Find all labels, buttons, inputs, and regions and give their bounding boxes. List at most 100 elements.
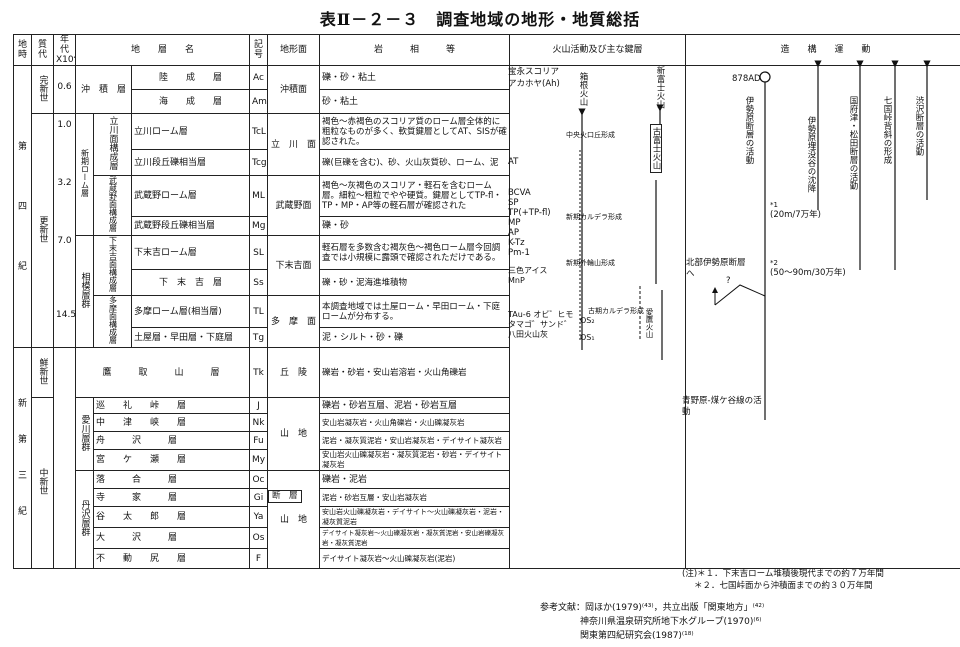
symbol-cell: Nk	[249, 413, 268, 432]
group-musashino: 武蔵野面構成層	[93, 175, 132, 236]
lithology-cell: 礫・砂・粘土	[319, 65, 510, 90]
formation-name: 陸 成 層	[131, 65, 250, 90]
symbol-cell: My	[249, 449, 268, 471]
table-row: 新第三紀 鮮新世 鷹 取 山 層 Tk 丘 陵 礫岩・砂岩・安山岩溶岩・火山角礫…	[13, 347, 960, 569]
group-aikawa: 愛川層群	[75, 397, 94, 471]
volcanic-event: 新期カルデラ形成	[566, 213, 622, 221]
landform-cell: 武蔵野面	[267, 175, 320, 236]
period-pliocene: 鮮新世	[31, 347, 54, 398]
table-row: 武蔵野段丘礫相当層 Mg 礫・砂	[14, 216, 960, 236]
era-char: 第	[17, 141, 27, 152]
era-char: 第	[17, 435, 27, 445]
group-shimosueyoshi: 下末吉面構成層	[93, 235, 132, 296]
symbol-cell: Oc	[249, 470, 268, 489]
group-tanzawa: 丹沢層群	[75, 470, 94, 569]
question-mark: ?	[726, 276, 731, 286]
symbol-cell: Ya	[249, 506, 268, 528]
era-char: 新	[17, 399, 27, 409]
symbol-cell: Ss	[249, 269, 268, 296]
header-period: 質代	[31, 34, 54, 66]
table-row: 相模層群 下末吉面構成層 下末吉ローム層 SL 下末吉面 軽石層を多数含む褐灰色…	[14, 235, 960, 348]
tectonic-isehara-fault: 伊勢原断層の活動	[744, 96, 754, 164]
symbol-cell: TcL	[249, 113, 268, 150]
lithology-cell: 礫岩・泥岩	[319, 470, 510, 489]
landform-cell: 丘 陵	[267, 347, 320, 398]
era-char: 紀	[17, 261, 27, 272]
rate-2: (50～90m/30万年)	[770, 268, 846, 278]
formation-name: 武蔵野ローム層	[131, 174, 250, 218]
lithology-cell: 礫(巨礫を含む)、砂、火山灰質砂、ローム、泥	[319, 149, 510, 176]
lithology-cell: 安山岩火山礫凝灰岩・凝灰質泥岩・砂岩・デイサイト凝灰岩	[319, 449, 510, 471]
table-row: 多摩面構成層 多摩ローム層(相当層) TL 多 摩 面 本調査地域では土屋ローム…	[14, 294, 960, 348]
landform-cell: 多 摩 面	[267, 295, 320, 348]
lithology-cell: デイサイト凝灰岩～火山礫凝灰岩(泥岩)	[319, 548, 510, 569]
formation-name: 宮 ケ 瀬 層	[93, 449, 250, 471]
lithology-cell: 軽石層を多数含む褐灰色～褐色ローム層今回調査では小規模に露頭で確認されただけであ…	[319, 235, 510, 270]
age-empty	[53, 347, 76, 569]
lithology-cell: 泥岩・砂岩互層・安山岩凝灰岩	[319, 488, 510, 507]
lithology-cell: 褐色～赤褐色のスコリア質のローム層全体的に粗粒なものが多く、軟質鍵層としてAT、…	[319, 113, 510, 150]
symbol-cell: Os	[249, 527, 268, 549]
formation-name: 下 末 吉 層	[131, 269, 250, 296]
group-shinso: 新期ローム層	[75, 113, 94, 236]
formation-name: 中 津 峡 層	[93, 413, 250, 432]
lithology-cell: 泥岩・凝灰質泥岩・安山岩凝灰岩・デイサイト凝灰岩	[319, 431, 510, 450]
symbol-cell: Mg	[249, 216, 268, 236]
lithology-cell: デイサイト凝灰岩～火山礫凝灰岩・凝灰質泥岩・安山岩礫凝灰岩・凝灰質泥岩	[319, 527, 510, 549]
header-formation: 地 層 名	[75, 34, 250, 66]
references: 参考文献：岡ほか(1979)⁽⁴³⁾，共立出版「関東地方」⁽⁴²⁾ 神奈川県温泉…	[540, 601, 764, 643]
tectonic-nanakuni: 七国峠背斜の形成	[882, 96, 892, 164]
age-cell: 0.6	[53, 65, 76, 114]
lithology-cell: 礫・砂・泥海進堆積物	[319, 269, 510, 296]
symbol-cell: TL	[249, 294, 268, 329]
north-isehara-fault: 北部伊勢原断層へ	[686, 258, 746, 279]
header-volcanic: 火山活動及び主な鍵層	[509, 34, 686, 66]
geology-summary-table: 地時 質代 年代 X10⁴ 地 層 名 記号 地形面 岩 相 等 火山活動及び主…	[13, 34, 960, 569]
formation-name: 海 成 層	[131, 89, 250, 114]
symbol-cell: F	[249, 548, 268, 569]
group-tama: 多摩面構成層	[93, 295, 132, 348]
formation-name: 鷹 取 山 層	[75, 347, 250, 398]
period-holocene: 完新世	[31, 65, 54, 114]
group-tachikawa: 立川面構成層	[93, 113, 132, 176]
lithology-cell: 礫・砂	[319, 216, 510, 236]
lithology-cell: 本調査地域では土屋ローム・早田ローム・下庭ロームが分布する。	[319, 294, 510, 329]
formation-name: 立川段丘礫相当層	[131, 149, 250, 176]
symbol-cell: Tk	[249, 347, 268, 398]
reference-1: 参考文献：岡ほか(1979)⁽⁴³⁾，共立出版「関東地方」⁽⁴²⁾	[540, 603, 765, 613]
formation-name: 寺 家 層	[93, 488, 250, 507]
lithology-cell: 礫岩・砂岩互層、泥岩・砂岩互層	[319, 397, 510, 414]
year-878ad: 878AD	[732, 74, 761, 84]
header-lithology: 岩 相 等	[319, 34, 510, 66]
lithology-cell: 礫岩・砂岩・安山岩溶岩・火山角礫岩	[319, 347, 510, 398]
notes: (注)＊１．下末吉ローム堆積後現代までの約７万年間 ＊２．七国峠面から沖積面まで…	[682, 568, 884, 592]
lithology-cell: 褐色～灰褐色のスコリア・軽石を含むローム層。細粒～粗粒でやや硬質。鍵層としてTP…	[319, 174, 510, 218]
header-tectonic: 造 構 運 動	[685, 34, 960, 66]
volcanic-key-layers-4: TAu-6 オビ゛ヒモタマゴ゛サンド゛ 八田火山灰	[508, 310, 574, 339]
tectonic-shibusawa: 渋沢断層の活動	[914, 96, 924, 156]
symbol-cell: ML	[249, 174, 268, 218]
symbol-cell: Gi	[249, 488, 268, 507]
table-row: 中新世 愛川層群 巡 礼 峠 層 J 山 地 礫岩・砂岩互層、泥岩・砂岩互層	[14, 397, 960, 569]
aono-line: 青野原-煤ケ谷線の活動	[682, 396, 762, 417]
symbol-cell: Ac	[249, 65, 268, 90]
age-stack: 1.0 3.2 7.0 14.5	[53, 113, 76, 348]
tectonic-isehara-valley: 伊勢原埋没谷の沈降	[806, 116, 816, 193]
formation-name: 下末吉ローム層	[131, 235, 250, 270]
fault-label: 断 層	[268, 490, 302, 503]
period-miocene: 中新世	[31, 397, 54, 569]
mark-2: *2	[770, 259, 778, 267]
volcanic-key-at: AT	[508, 157, 519, 167]
era-char: 四	[17, 201, 27, 212]
table-row: 谷 太 郎 層 Ya 安山岩火山礫凝灰岩・デイサイト～火山礫凝灰岩・泥岩・凝灰質…	[14, 506, 960, 528]
formation-name: 巡 礼 峠 層	[93, 397, 250, 414]
formation-name: 土屋層・早田層・下庭層	[131, 327, 250, 348]
symbol-cell: Fu	[249, 431, 268, 450]
landform-cell: 立 川 面	[267, 113, 320, 176]
landform-cell: 山 地	[267, 470, 320, 569]
volcanic-event: OS₁	[580, 333, 595, 342]
lithology-cell: 砂・粘土	[319, 89, 510, 114]
formation-name: 立川ローム層	[131, 113, 250, 150]
header-age: 年代 X10⁴	[53, 34, 76, 66]
